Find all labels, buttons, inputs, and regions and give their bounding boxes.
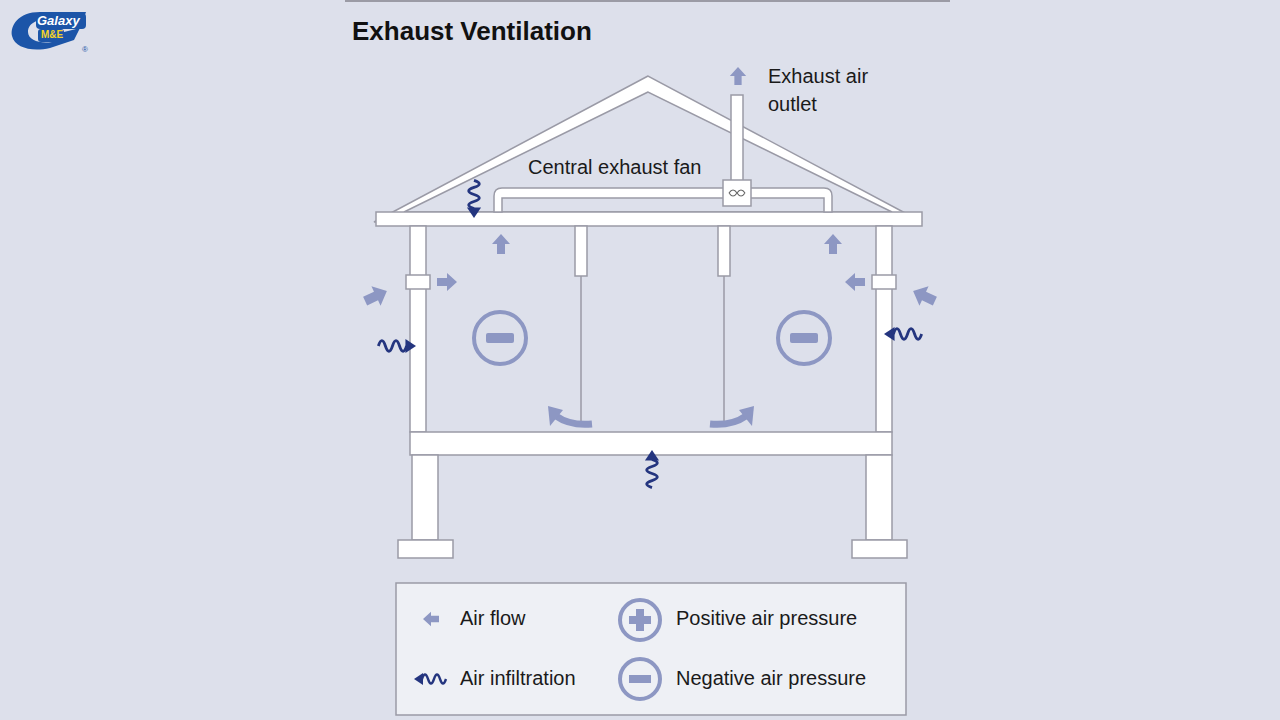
top-rule — [345, 0, 950, 2]
legend-sample — [414, 600, 660, 699]
logo-text: M&E — [41, 29, 63, 41]
logo-text: Galaxy — [37, 13, 80, 29]
legend-box — [396, 583, 906, 715]
legend-text: Air flow — [460, 606, 526, 630]
legend-text: Air infiltration — [460, 666, 576, 690]
logo — [12, 12, 86, 50]
logo-text: ® — [82, 45, 88, 54]
legend-text: Negative air pressure — [676, 666, 866, 690]
inlet-vent — [406, 275, 896, 289]
component-label: Exhaust air outlet — [768, 62, 898, 118]
interior-doors — [581, 276, 724, 424]
component-label: Central exhaust fan — [528, 156, 701, 178]
air-flow-arrow — [361, 67, 940, 426]
air-infiltration-arrow — [378, 180, 921, 487]
legend-text: Positive air pressure — [676, 606, 857, 630]
negative-pressure-symbol — [474, 312, 830, 364]
negative-pressure-symbol — [486, 333, 818, 343]
diagram-title: Exhaust Ventilation — [352, 16, 592, 47]
house-structure — [374, 76, 922, 558]
